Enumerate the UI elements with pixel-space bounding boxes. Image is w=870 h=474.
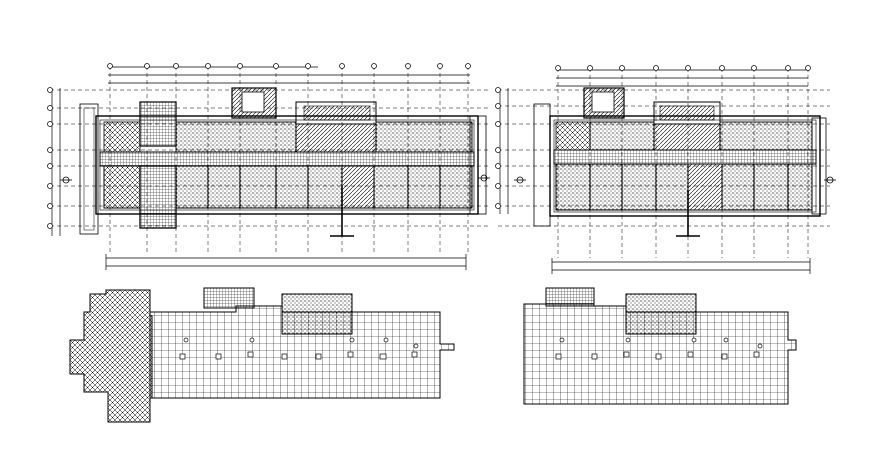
left-dimension-lines — [51, 88, 61, 236]
top-dimension-lines — [556, 69, 808, 87]
top-dimension-lines — [108, 66, 470, 84]
bottom-dimension-lines — [551, 258, 811, 274]
lower-rooms — [103, 165, 473, 229]
axis-bubbles — [47, 63, 471, 229]
axis-bubbles — [495, 65, 811, 209]
north-arrow-left — [60, 174, 490, 184]
bottom-dimension-lines — [105, 254, 467, 270]
corridor — [553, 149, 817, 165]
light-fixtures — [555, 337, 763, 360]
ceiling-plan-right — [523, 287, 797, 405]
light-fixtures — [179, 337, 419, 360]
north-arrow-right — [514, 176, 836, 184]
upper-rooms — [555, 87, 813, 151]
ceiling-inset-dense — [545, 287, 595, 307]
section-marker — [676, 190, 700, 237]
ceiling-inset-dense — [203, 287, 255, 309]
ceiling-wing-crosshatch — [69, 289, 153, 423]
floor-plan-right — [495, 65, 836, 274]
ceiling-feature-stipple — [281, 293, 353, 335]
section-marker — [330, 186, 354, 237]
upper-rooms — [103, 87, 473, 153]
lower-rooms — [555, 163, 813, 211]
left-dimension-lines — [499, 88, 509, 214]
ceiling-feature-stipple — [625, 293, 697, 335]
floor-plan-left — [47, 63, 490, 270]
corridor — [99, 151, 475, 167]
ceiling-plan-left — [69, 287, 455, 423]
